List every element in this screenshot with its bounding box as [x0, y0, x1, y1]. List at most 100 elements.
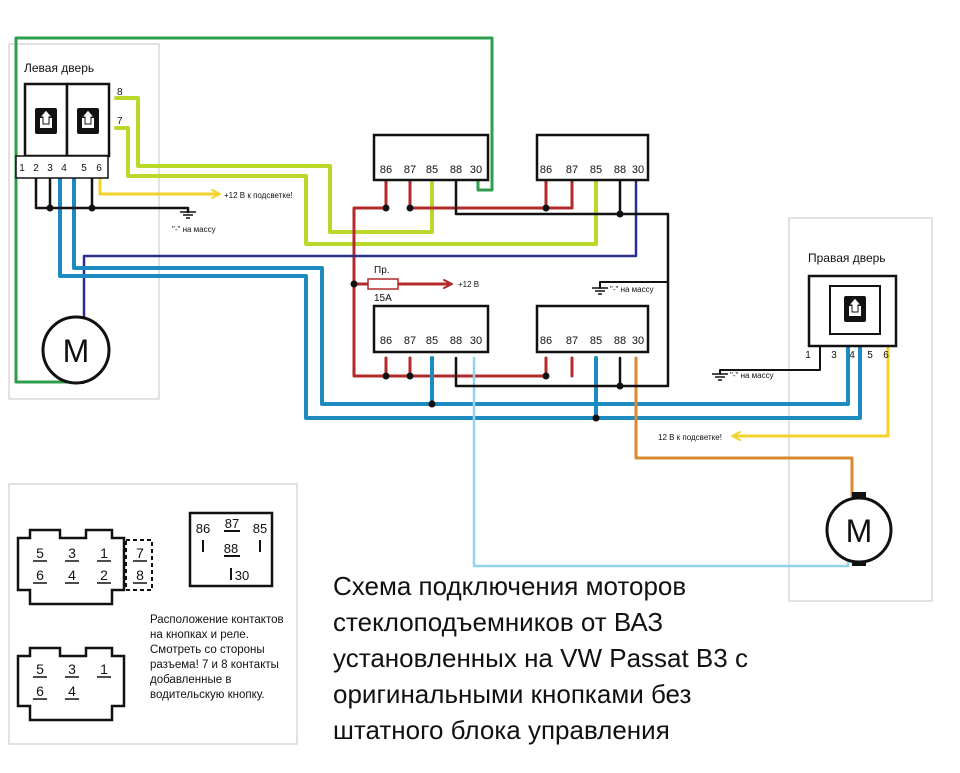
relay-pin: 85 — [426, 164, 438, 176]
legend-pin: 8 — [136, 567, 144, 583]
backlight-right-label: 12 В к подсветке! — [658, 433, 722, 442]
legend-pin: 5 — [36, 661, 44, 677]
title-line: штатного блока управления — [333, 715, 670, 745]
relay-bottom-left: 86 87 85 88 30 — [372, 304, 490, 354]
relay-pin: 88 — [450, 335, 462, 347]
legend-caption-line: водительскую кнопку. — [150, 689, 265, 701]
right-motor: M — [825, 492, 893, 566]
legend-relay-pin: 88 — [224, 541, 238, 556]
legend-pin: 5 — [36, 545, 44, 561]
ground-symbol-mid — [592, 287, 608, 295]
lightblue-wire — [472, 356, 850, 568]
black-relay-return — [454, 176, 670, 388]
ground-label-right: "-" на массу — [730, 371, 774, 380]
left-switch-extra-pin: 7 — [117, 116, 123, 127]
relay-pin: 87 — [404, 164, 416, 176]
legend-panel — [8, 483, 298, 745]
right-switch-pin: 4 — [849, 350, 855, 361]
relay-pin: 88 — [614, 164, 626, 176]
legend-pin: 4 — [68, 567, 76, 583]
yellow-wire-left — [98, 176, 220, 196]
title-line: оригинальными кнопками без — [333, 679, 692, 709]
blue-wire-b — [72, 176, 850, 406]
left-door-label: Левая дверь — [24, 61, 94, 75]
navy-wire — [82, 176, 638, 328]
right-switch-block: 1 3 4 5 6 — [805, 274, 898, 361]
relay-pin: 86 — [540, 164, 552, 176]
left-switch-pin: 2 — [33, 163, 39, 174]
green-wire — [14, 36, 494, 384]
diagram-title: Схема подключения моторов стеклоподъемни… — [333, 568, 933, 748]
legend-caption-line: на кнопках и реле. — [150, 629, 249, 641]
legend-pin: 1 — [100, 545, 108, 561]
lime-wire-b — [114, 126, 598, 246]
junctions — [46, 204, 624, 422]
left-switch-pin: 1 — [19, 163, 25, 174]
legend-pin: 6 — [36, 567, 44, 583]
legend-pin: 2 — [100, 567, 108, 583]
relay-pin: 30 — [470, 164, 482, 176]
ground-symbol-right — [712, 373, 728, 381]
fuse-supply-label: +12 В — [458, 280, 479, 289]
legend-caption: Расположение контактов на кнопках и реле… — [150, 613, 310, 703]
lime-wire-a — [114, 96, 434, 234]
legend-pin: 4 — [68, 683, 76, 699]
relay-pin: 30 — [470, 335, 482, 347]
yellow-wire-right — [732, 344, 890, 438]
fuse-label: Пр. — [374, 265, 390, 276]
relay-pin: 88 — [450, 164, 462, 176]
black-ground-drops — [48, 176, 94, 210]
left-switch-block: 1 2 3 4 5 6 8 7 — [15, 82, 123, 179]
relay-pin: 87 — [566, 335, 578, 347]
title-line: стеклоподъемников от ВАЗ — [333, 607, 664, 637]
legend-relay: 86 87 85 88 30 — [188, 511, 274, 588]
relay-pin: 30 — [632, 335, 644, 347]
yellow-arrow-right — [731, 431, 741, 441]
right-door-label: Правая дверь — [808, 251, 886, 265]
motor-label: M — [846, 513, 873, 549]
relay-bottom-right: 86 87 85 88 30 — [535, 304, 650, 354]
relay-top-right: 86 87 85 88 30 — [535, 133, 650, 182]
legend-connector-top: 5 3 1 6 4 2 7 8 — [16, 528, 153, 606]
yellow-arrow-left — [211, 189, 221, 199]
fuse: Пр. 15A +12 В — [367, 265, 479, 304]
relay-pin: 87 — [404, 335, 416, 347]
left-door-panel — [8, 43, 160, 400]
right-door-panel — [788, 217, 933, 602]
right-switch-pin: 3 — [831, 350, 837, 361]
relay-pin: 88 — [614, 335, 626, 347]
relay-pin: 30 — [632, 164, 644, 176]
right-switch-pin: 6 — [883, 350, 889, 361]
legend-relay-pin: 87 — [225, 516, 239, 531]
legend-pin: 3 — [68, 661, 76, 677]
backlight-left-label: +12 В к подсветке! — [224, 191, 293, 200]
legend-pin: 3 — [68, 545, 76, 561]
relay-pin: 85 — [590, 164, 602, 176]
legend-connector-bottom: 5 3 1 6 4 — [16, 646, 126, 722]
orange-wire — [634, 356, 854, 498]
ground-label-left: "-" на массу — [172, 225, 216, 234]
relay-pin: 85 — [590, 335, 602, 347]
title-line: Схема подключения моторов — [333, 571, 687, 601]
relay-pin: 87 — [566, 164, 578, 176]
motor-label: M — [63, 333, 90, 369]
left-switch-pin: 3 — [47, 163, 53, 174]
black-ground-mid — [599, 281, 669, 289]
left-switch-pin: 5 — [81, 163, 87, 174]
left-switch-pin: 6 — [96, 163, 102, 174]
left-switch-extra-pin: 8 — [117, 87, 123, 98]
left-motor: M — [41, 315, 111, 385]
legend-caption-line: Смотреть со стороны — [150, 644, 265, 656]
legend-caption-line: Расположение контактов — [150, 614, 284, 626]
blue-wire-relay — [430, 356, 598, 420]
legend-pin: 6 — [36, 683, 44, 699]
blue-wire-a — [58, 176, 862, 420]
legend-caption-line: добавленные в — [150, 674, 232, 686]
relay-pin: 86 — [540, 335, 552, 347]
window-switch-icon — [77, 108, 99, 134]
fuse-rating: 15A — [374, 293, 392, 304]
relay-pin: 86 — [380, 335, 392, 347]
legend-relay-pin: 30 — [235, 568, 249, 583]
ground-label-mid: "-" на массу — [610, 285, 654, 294]
